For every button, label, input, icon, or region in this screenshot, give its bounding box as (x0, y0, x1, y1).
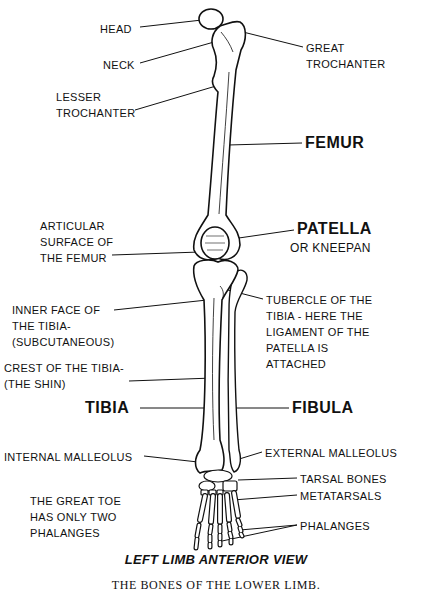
leader-lines (232, 408, 289, 409)
phalanx-bones (240, 528, 241, 531)
leader-lines (112, 20, 303, 541)
phalanx-bones (196, 539, 197, 548)
fibula-bone (228, 270, 247, 472)
phalanx-bones (219, 526, 222, 532)
part-label: HEAD (100, 21, 132, 37)
phalanx-bones (241, 534, 242, 536)
part-label: CREST OF THE TIBIA-(THE SHIN) (4, 360, 132, 392)
phalanx-bones (196, 539, 197, 548)
metatarsal-bones (200, 493, 238, 522)
phalanx-bones (218, 542, 223, 545)
phalanx-bones (196, 520, 242, 548)
metatarsal-bones (200, 496, 205, 520)
phalanx-bones (238, 520, 240, 525)
part-label: THE GREAT TOE HAS ONLY TWO PHALANGES (30, 493, 138, 541)
tibia-bone (220, 286, 223, 300)
leader-lines (114, 300, 207, 310)
metatarsal-bones (200, 496, 205, 520)
phalanx-bones (229, 524, 230, 530)
part-label: PHALANGES (300, 518, 370, 534)
phalanx-bones (240, 528, 241, 531)
metatarsal-bones (218, 496, 222, 522)
phalanx-bones (219, 542, 222, 545)
bone-name: PATELLA (297, 220, 372, 238)
phalanx-bones (230, 533, 231, 537)
phalanx-bones (210, 526, 211, 533)
part-label: TUBERCLE OF THE TIBIA - HERE THE LIGAMEN… (266, 292, 391, 372)
metatarsal-bones (234, 493, 238, 516)
leader-lines (144, 456, 198, 462)
part-label: LESSER TROCHANTER (56, 89, 156, 121)
bone-name: TIBIA (85, 399, 129, 417)
part-label: ARTICULAR SURFACE OF THE FEMUR (40, 218, 135, 266)
femur-bone (199, 9, 223, 29)
phalanx-bones (238, 520, 240, 525)
metatarsal-bones (211, 496, 213, 522)
phalanx-bones (208, 544, 213, 547)
part-label: OR KNEEPAN (290, 240, 371, 256)
view-heading: LEFT LIMB ANTERIOR VIEW (0, 552, 432, 568)
tibia-bone (194, 260, 238, 473)
part-label: EXTERNAL MALLEOLUS (265, 445, 397, 461)
phalanx-bones (209, 544, 212, 547)
phalanx-bones (241, 534, 242, 536)
tibia-bone (213, 298, 215, 440)
phalanx-bones (230, 533, 231, 537)
metatarsal-bones (200, 493, 238, 522)
metatarsal-bones (217, 496, 223, 522)
leader-lines (135, 86, 216, 110)
phalanx-bones (218, 535, 223, 539)
leader-lines (228, 143, 302, 145)
part-label: METATARSALS (300, 488, 382, 504)
phalanx-bones (229, 524, 230, 530)
metatarsal-bones (227, 495, 229, 520)
part-label: TARSAL BONES (300, 471, 387, 487)
phalanx-bones (209, 536, 212, 541)
phalanx-bones (208, 536, 213, 541)
metatarsal-bones (227, 495, 229, 520)
patella-bone (201, 227, 229, 259)
phalanx-bones (197, 525, 199, 536)
fibula-bone (228, 270, 247, 472)
phalanx-bones (196, 520, 242, 548)
femur-bone (194, 9, 246, 260)
femur-bone (219, 72, 229, 214)
leader-lines (112, 252, 200, 255)
part-label: INTERNAL MALLEOLUS (4, 449, 132, 465)
patella-bone (205, 236, 225, 250)
phalanx-bones (219, 535, 222, 539)
metatarsal-bones (234, 493, 238, 516)
phalanx-bones (218, 526, 223, 532)
patella-bone (201, 227, 229, 259)
femur-bone (194, 21, 246, 259)
phalanx-bones (229, 540, 234, 543)
tarsal-bones (223, 481, 237, 491)
leader-lines (233, 495, 297, 500)
bone-name: FEMUR (305, 134, 364, 152)
bone-name: FIBULA (292, 399, 354, 417)
part-label: NECK (103, 57, 135, 73)
tarsal-bones (199, 470, 237, 495)
leader-lines (140, 408, 210, 409)
part-label: INNER FACE OF THE TIBIA- (SUBCUTANEOUS) (12, 302, 117, 350)
leader-lines (238, 478, 297, 480)
leader-lines (140, 42, 214, 63)
part-label: GREAT TROCHANTER (306, 40, 406, 72)
phalanx-bones (197, 525, 199, 536)
tibia-bone (194, 260, 238, 473)
metatarsal-bones (200, 493, 238, 522)
leader-lines (240, 525, 297, 530)
phalanx-bones (210, 526, 211, 533)
femur-bone (221, 32, 233, 52)
leader-lines (140, 20, 202, 27)
phalanx-bones (196, 520, 242, 548)
leader-lines (243, 32, 303, 47)
leader-lines (129, 378, 213, 381)
tarsal-bones (204, 470, 232, 482)
metatarsal-bones (211, 496, 213, 522)
figure-caption: THE BONES OF THE LOWER LIMB. (0, 578, 432, 593)
leader-lines (222, 525, 297, 541)
phalanx-bones (230, 540, 233, 543)
